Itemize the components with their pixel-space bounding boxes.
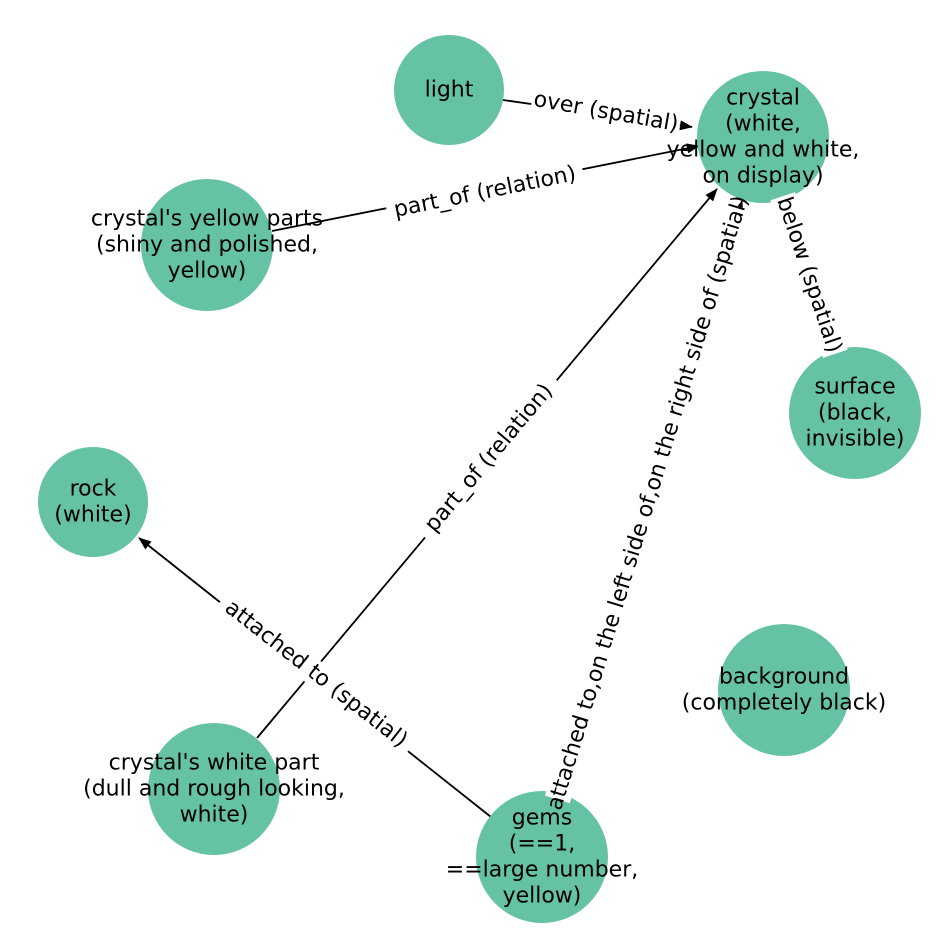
- node-gems-label-line3: ==large number,: [446, 858, 638, 883]
- edge-gems-crystal-label: attached to,on the left side of,on the r…: [542, 193, 753, 813]
- node-gems-label-line1: gems: [512, 806, 572, 831]
- node-rock-label-line1: rock: [70, 477, 117, 502]
- edge-yellow-parts-crystal-label-box: [384, 159, 586, 225]
- edge-crystal-surface-label-box: [770, 192, 848, 358]
- node-surface-label-line1: surface: [814, 375, 895, 400]
- node-rock-circle: [38, 447, 148, 557]
- node-crystals-white-part-label-line1: crystal's white part: [109, 751, 320, 776]
- edge-gems-rock-label-box: [213, 589, 419, 759]
- node-crystals-white-part-circle: [148, 723, 280, 855]
- node-light-circle: [394, 35, 504, 145]
- node-crystals-yellow-parts-circle: [141, 179, 273, 311]
- node-crystals-yellow-parts-label-line3: yellow): [168, 259, 247, 284]
- node-crystal-label-line2: (white,: [725, 112, 801, 137]
- edge-gems-rock-label: attached to (spatial): [220, 595, 412, 753]
- node-crystal-label-line1: crystal: [726, 86, 800, 111]
- node-crystals-white-part-label-line3: white): [180, 803, 249, 828]
- edge-light-crystal-label-box: [529, 86, 683, 138]
- node-crystal-label-line3: yellow and white,: [667, 138, 860, 163]
- node-background-circle: [718, 624, 850, 756]
- edge-light-crystal-label: over (spatial): [532, 87, 681, 137]
- edge-white-part-crystal-label: part_of (relation): [420, 379, 558, 537]
- node-layer: [38, 35, 921, 923]
- node-gems-label-line4: yellow): [503, 884, 582, 909]
- node-gems-circle: [476, 791, 608, 923]
- edge-yellow-parts-crystal-label: part_of (relation): [392, 161, 579, 222]
- node-gems-label-line2: (==1,: [509, 832, 575, 857]
- node-background-label-line2: (completely black): [682, 691, 886, 716]
- edge-gems-crystal-label-box: [544, 202, 752, 804]
- edge-crystal-surface-label: below (spatial): [771, 194, 846, 356]
- node-surface-label-line3: invisible): [806, 427, 905, 452]
- node-surface-label-line2: (black,: [818, 401, 892, 426]
- node-background-label-line1: background: [719, 665, 849, 690]
- node-rock-label-line2: (white): [54, 503, 131, 528]
- node-crystal-circle: [697, 71, 829, 203]
- node-crystal-label-line4: on display): [702, 164, 823, 189]
- node-label-layer: light crystal (white, yellow and white, …: [54, 78, 904, 909]
- node-surface-circle: [789, 347, 921, 479]
- node-crystals-yellow-parts-label-line1: crystal's yellow parts: [91, 207, 323, 232]
- node-crystals-white-part-label-line2: (dull and rough looking,: [83, 777, 345, 802]
- edge-white-part-crystal-label-box: [413, 370, 566, 545]
- node-light-label: light: [425, 78, 474, 103]
- node-crystals-yellow-parts-label-line2: (shiny and polished,: [96, 233, 318, 258]
